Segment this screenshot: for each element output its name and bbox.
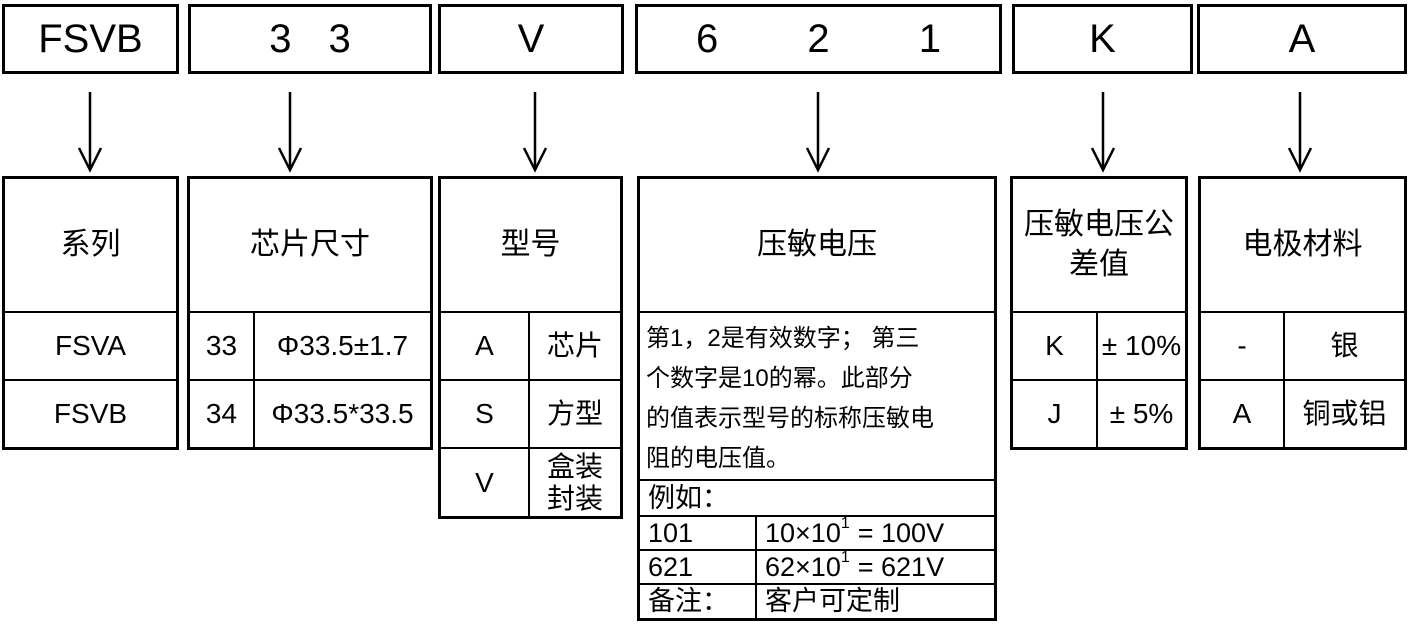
voltage-description: 第1，2是有效数字； 第三 个数字是10的幂。此部分 的值表示型号的标称压敏电 …: [640, 311, 994, 479]
part-segment-text: 3 3: [269, 17, 351, 61]
code-cell: V: [441, 449, 530, 516]
voltage-table: 压敏电压 第1，2是有效数字； 第三 个数字是10的幂。此部分 的值表示型号的标…: [637, 176, 997, 621]
desc-line: 封装: [546, 482, 603, 514]
series-value: FSVA: [54, 330, 127, 361]
electrode-table: 电极材料 - 银 A 铜或铝: [1198, 176, 1407, 450]
desc-cell: 盒装 封装: [530, 449, 620, 516]
desc-cell: Φ33.5±1.7: [276, 330, 409, 361]
formula-base: 62×10: [765, 551, 841, 582]
down-arrow-icon: [1287, 92, 1313, 173]
desc-line: 盒装: [546, 450, 603, 482]
down-arrow-icon: [522, 92, 548, 173]
code-cell: 33: [190, 313, 255, 379]
code-cell: S: [441, 381, 530, 447]
down-arrow-icon: [1090, 92, 1116, 173]
table-row: K ± 10%: [1013, 311, 1185, 379]
code-cell: A: [1201, 381, 1285, 447]
code-cell: A: [441, 313, 530, 379]
voltage-description-line: 的值表示型号的标称压敏电: [646, 405, 934, 432]
code-cell: 101: [640, 517, 757, 549]
table-row: 例如：: [640, 479, 994, 515]
formula-exponent: 1: [840, 549, 850, 566]
header-line: 差值: [1069, 248, 1129, 281]
table-row: S 方型: [441, 379, 620, 447]
note-value: 客户可定制: [765, 586, 900, 616]
desc-cell: 铜或铝: [1302, 398, 1387, 429]
desc-cell: ± 10%: [1101, 330, 1182, 361]
table-row: 34 Φ33.5*33.5: [190, 379, 430, 447]
voltage-description-line: 阻的电压值。: [646, 445, 790, 472]
down-arrow-icon: [277, 92, 303, 173]
chip-size-table-header: 芯片尺寸: [250, 228, 370, 261]
voltage-description-line: 第1，2是有效数字； 第三: [646, 325, 920, 352]
electrode-table-header: 电极材料: [1242, 228, 1363, 261]
part-segment-text: K: [1089, 17, 1116, 61]
table-row: A 芯片: [441, 311, 620, 379]
part-segment-box-chip-size: 3 3: [188, 4, 432, 74]
formula-base: 10×10: [765, 517, 841, 548]
desc-cell: Φ33.5*33.5: [271, 398, 414, 429]
desc-cell: ± 5%: [1109, 398, 1174, 429]
part-segment-box-model: V: [438, 4, 624, 74]
tolerance-table: 压敏电压公 差值 K ± 10% J ± 5%: [1010, 176, 1188, 450]
part-segment-box-voltage: 6 2 1: [635, 4, 1002, 74]
code-cell: 621: [640, 551, 757, 583]
formula-result: = 621V: [857, 551, 945, 582]
part-segment-text: A: [1288, 17, 1316, 61]
series-table: 系列 FSVA FSVB: [2, 176, 179, 450]
table-row: FSVB: [5, 379, 176, 447]
example-label: 例如：: [648, 482, 729, 513]
model-table-header: 型号: [500, 228, 561, 261]
part-segment-box-series: FSVB: [2, 4, 179, 74]
code-cell: 34: [190, 381, 255, 447]
code-cell: -: [1201, 313, 1285, 379]
desc-cell: 方型: [546, 398, 603, 429]
tolerance-table-header: 压敏电压公 差值: [1013, 179, 1185, 311]
table-row: A 铜或铝: [1201, 379, 1404, 447]
table-row: - 银: [1201, 311, 1404, 379]
part-segment-text: 6 2 1: [696, 17, 941, 61]
down-arrow-icon: [805, 92, 831, 173]
part-segment-text: V: [517, 17, 545, 61]
desc-cell: 芯片: [546, 330, 603, 361]
desc-cell: 银: [1330, 330, 1359, 361]
series-table-header: 系列: [60, 228, 121, 261]
voltage-description-line: 个数字是10的幂。此部分: [646, 365, 913, 392]
down-arrow-icon: [77, 92, 103, 173]
header-line: 压敏电压公: [1024, 208, 1174, 241]
voltage-table-header: 压敏电压: [757, 228, 877, 261]
table-row: FSVA: [5, 311, 176, 379]
code-cell: J: [1013, 381, 1098, 447]
note-label: 备注：: [640, 585, 757, 618]
formula-result: = 100V: [857, 517, 945, 548]
table-row: J ± 5%: [1013, 379, 1185, 447]
table-row: 备注： 客户可定制: [640, 583, 994, 618]
formula-exponent: 1: [840, 515, 850, 532]
chip-size-table: 芯片尺寸 33 Φ33.5±1.7 34 Φ33.5*33.5: [187, 176, 433, 450]
series-value: FSVB: [53, 398, 128, 429]
table-row: 33 Φ33.5±1.7: [190, 311, 430, 379]
part-segment-text: FSVB: [38, 17, 143, 61]
part-segment-box-electrode: A: [1197, 4, 1407, 74]
code-cell: K: [1013, 313, 1098, 379]
model-table: 型号 A 芯片 S 方型 V 盒装 封装: [438, 176, 623, 519]
part-segment-box-tolerance: K: [1012, 4, 1193, 74]
table-row: V 盒装 封装: [441, 447, 620, 516]
